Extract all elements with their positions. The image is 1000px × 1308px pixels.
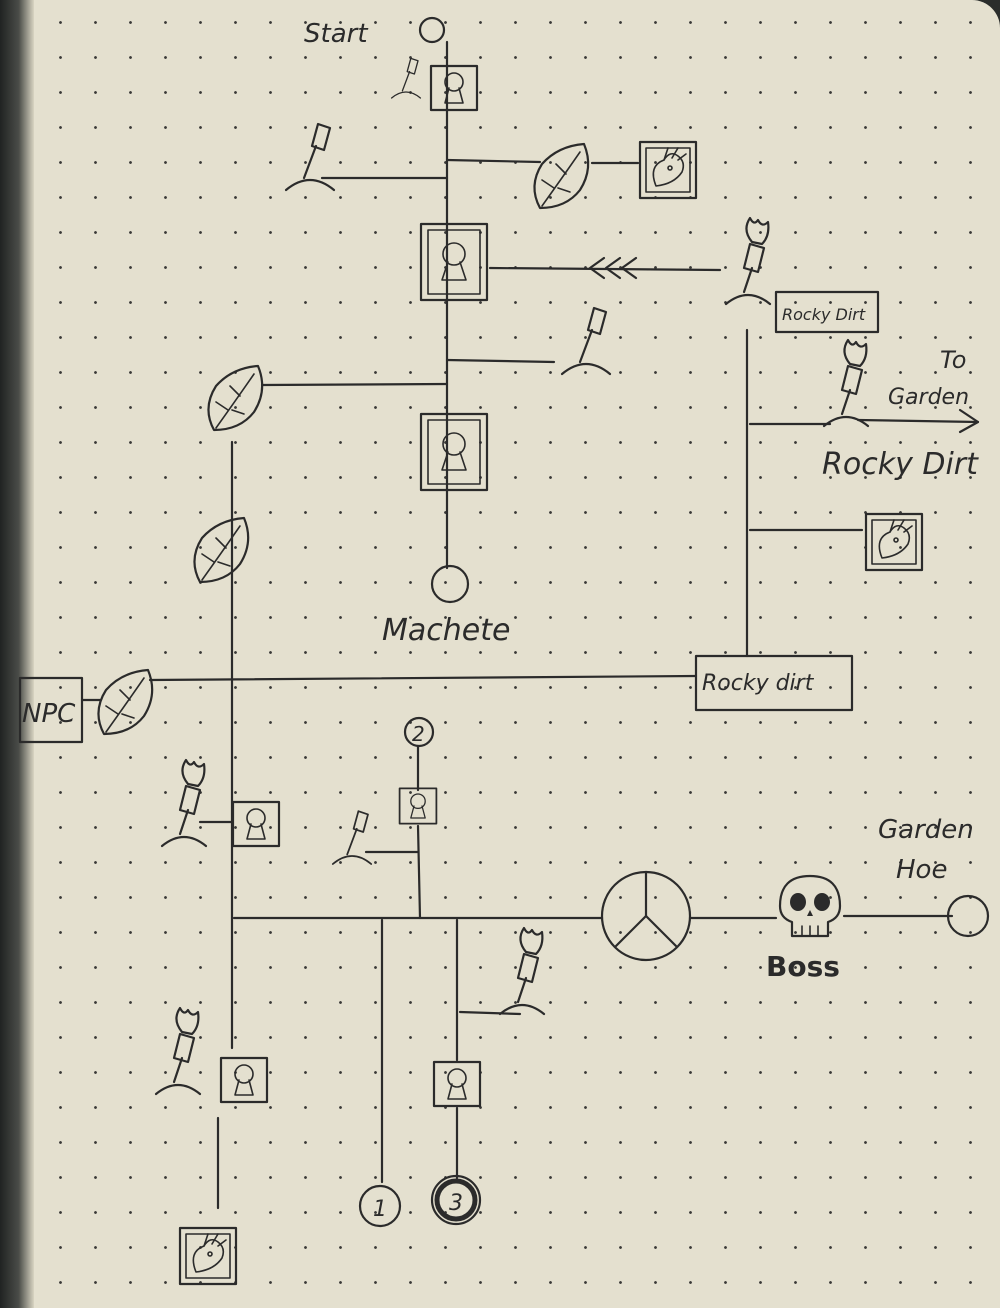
rocky-dirt-box-mid	[694, 654, 854, 712]
skull-icon	[778, 874, 842, 938]
item-circle-icon	[946, 894, 990, 938]
garden-hoe-label-1: Garden	[878, 815, 974, 845]
machete-label: Machete	[382, 613, 510, 648]
lock-icon	[419, 222, 489, 302]
flame-torch-icon	[160, 758, 208, 848]
lock-icon	[432, 1060, 482, 1108]
leaf-bush-icon	[97, 668, 154, 736]
notebook-binding-edge	[0, 0, 34, 1308]
boss-label: Boss	[766, 950, 840, 983]
rocky-dirt-label-mid: Rocky dirt	[702, 671, 815, 696]
node-2-label: 2	[412, 722, 425, 746]
leaf-bush-icon	[193, 516, 250, 584]
flame-torch-icon	[724, 216, 772, 306]
lock-icon	[219, 1056, 269, 1104]
creature-portrait-icon	[178, 1226, 238, 1286]
creature-portrait-icon	[864, 512, 924, 572]
lock-icon	[419, 412, 489, 492]
npc-label: NPC	[22, 699, 76, 729]
torch-icon	[390, 57, 422, 99]
node-3-label: 3	[449, 1191, 463, 1216]
rocky-dirt-box-top	[774, 290, 880, 334]
flame-torch-icon	[822, 338, 870, 428]
torch-icon	[560, 306, 612, 376]
start-circle-icon	[418, 16, 446, 44]
item-circle-icon	[358, 1184, 402, 1228]
to-label: To	[940, 346, 966, 374]
leaf-bush-icon	[207, 364, 264, 432]
lock-icon	[398, 787, 438, 825]
npc-box	[18, 676, 84, 744]
lock-icon	[429, 64, 479, 112]
rocky-dirt-label: Rocky Dirt	[822, 447, 979, 482]
flame-torch-icon	[154, 1006, 202, 1096]
item-circle-icon	[430, 564, 470, 604]
rocky-dirt-label-top: Rocky Dirt	[782, 305, 866, 324]
garden-label: Garden	[888, 385, 969, 410]
gear-wheel-icon	[600, 870, 692, 962]
creature-portrait-icon	[638, 140, 698, 200]
lock-icon	[231, 800, 281, 848]
item-circle-icon	[403, 716, 435, 748]
torch-icon	[284, 122, 336, 192]
node-1-label: 1	[373, 1197, 387, 1222]
torch-icon	[331, 810, 373, 865]
garden-hoe-label-2: Hoe	[896, 855, 947, 885]
flame-torch-icon	[498, 926, 546, 1016]
item-circle-icon	[430, 1174, 482, 1226]
start-label: Start	[304, 19, 368, 49]
leaf-bush-icon	[533, 142, 590, 210]
